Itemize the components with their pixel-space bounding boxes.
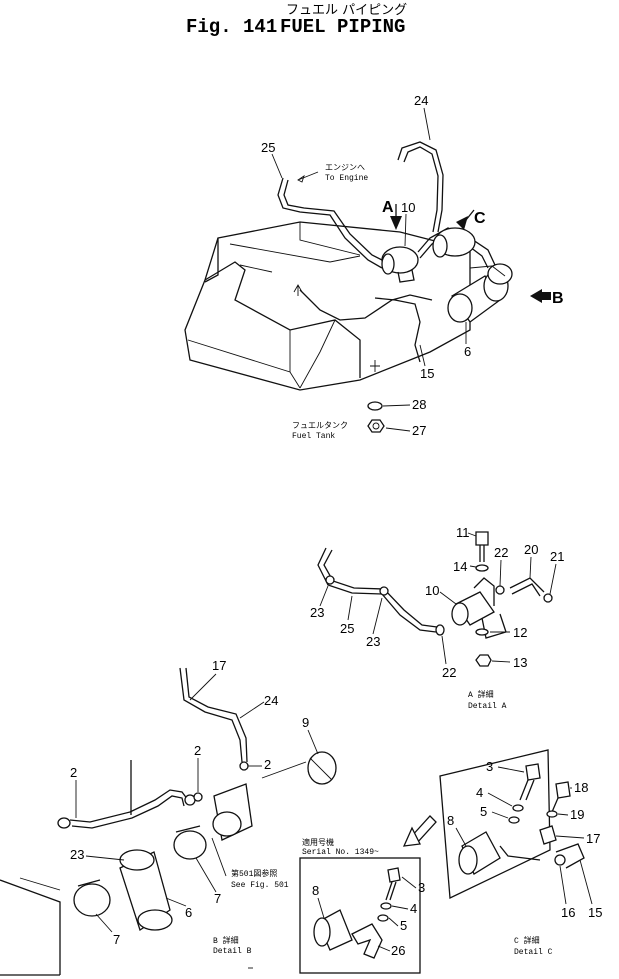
svg-text:第501図参照: 第501図参照 xyxy=(231,868,277,879)
svg-text:適用号機: 適用号機 xyxy=(302,837,334,848)
serial-pointer-arrow xyxy=(402,815,437,847)
strainer-c xyxy=(432,227,476,258)
callout-23c: 23 xyxy=(70,847,84,862)
drain-plug xyxy=(367,401,385,433)
callout-2c: 2 xyxy=(264,757,271,772)
callout-28: 28 xyxy=(412,397,426,412)
callout-7a: 7 xyxy=(214,891,221,906)
callout-15: 15 xyxy=(420,366,434,381)
svg-text:A: A xyxy=(382,199,394,216)
callout-3c: 3 xyxy=(486,759,493,774)
svg-text:To Engine: To Engine xyxy=(325,174,368,183)
detail-c-callouts: 3 4 5 8 18 19 17 16 15 xyxy=(447,759,602,920)
pump-6 xyxy=(447,263,513,323)
detail-a-callouts: 11 14 22 20 21 10 23 25 23 12 22 13 xyxy=(310,525,564,680)
fuel-tank-label-en: Fuel Tank xyxy=(292,432,335,441)
callout-9: 9 xyxy=(302,715,309,730)
callout-7b: 7 xyxy=(113,932,120,947)
svg-text:Serial No. 1349~: Serial No. 1349~ xyxy=(302,848,379,857)
see-fig-note: 第501図参照 See Fig. 501 xyxy=(211,837,289,890)
detail-b-label-jp: B 詳細 xyxy=(213,935,239,946)
main-callouts: 24 25 10 6 15 28 27 xyxy=(261,93,471,438)
figure-number: Fig. 141 xyxy=(186,16,277,38)
detail-b-callouts: 17 24 9 2 2 2 23 6 7 7 xyxy=(70,658,319,947)
to-engine-note: エンジンへ To Engine xyxy=(297,164,368,183)
callout-4c: 4 xyxy=(476,785,483,800)
callout-22b: 22 xyxy=(442,665,456,680)
page-title: FUEL PIPING xyxy=(280,16,405,38)
svg-text:See Fig. 501: See Fig. 501 xyxy=(231,881,289,890)
filter-10 xyxy=(381,246,419,283)
callout-16: 16 xyxy=(561,905,575,920)
callout-3s: 3 xyxy=(418,880,425,895)
callout-8s: 8 xyxy=(312,883,319,898)
view-arrow-c: C xyxy=(456,209,486,230)
callout-17b: 17 xyxy=(212,658,226,673)
view-arrow-a: A xyxy=(382,199,402,230)
serial-number-box: 適用号機 Serial No. 1349~ 8 3 4 5 26 xyxy=(299,837,425,974)
view-arrow-b: B xyxy=(530,289,564,307)
svg-text:B: B xyxy=(552,290,564,307)
callout-25a: 25 xyxy=(340,621,354,636)
callout-24b: 24 xyxy=(264,693,278,708)
callout-26: 26 xyxy=(391,943,405,958)
callout-19: 19 xyxy=(570,807,584,822)
callout-18: 18 xyxy=(574,780,588,795)
callout-8c: 8 xyxy=(447,813,454,828)
callout-2b: 2 xyxy=(194,743,201,758)
callout-27: 27 xyxy=(412,423,426,438)
callout-12: 12 xyxy=(513,625,527,640)
callout-13: 13 xyxy=(513,655,527,670)
callout-5c: 5 xyxy=(480,804,487,819)
title-jp: フュエル パイピング xyxy=(286,3,407,18)
callout-4s: 4 xyxy=(410,901,417,916)
callout-25: 25 xyxy=(261,140,275,155)
callout-14: 14 xyxy=(453,559,467,574)
callout-23b: 23 xyxy=(366,634,380,649)
detail-c-label-jp: C 詳細 xyxy=(514,935,540,946)
callout-24: 24 xyxy=(414,93,428,108)
fuel-pipes-main xyxy=(277,141,496,363)
callout-10a: 10 xyxy=(425,583,439,598)
callout-6b: 6 xyxy=(185,905,192,920)
detail-c-drawing xyxy=(439,749,585,899)
callout-23a: 23 xyxy=(310,605,324,620)
callout-20: 20 xyxy=(524,542,538,557)
detail-a-label-jp: A 詳細 xyxy=(468,689,494,700)
callout-10: 10 xyxy=(401,200,415,215)
fuel-tank-drawing xyxy=(184,221,471,391)
svg-text:C: C xyxy=(474,210,486,227)
detail-b-drawing xyxy=(0,667,337,976)
callout-2a: 2 xyxy=(70,765,77,780)
callout-5s: 5 xyxy=(400,918,407,933)
svg-text:エンジンへ: エンジンへ xyxy=(325,164,365,173)
detail-c-label-en: Detail C xyxy=(514,948,553,957)
fuel-tank-label-jp: フュエルタンク xyxy=(292,421,348,431)
detail-b-label-en: Detail B xyxy=(213,947,252,956)
callout-6: 6 xyxy=(464,344,471,359)
callout-11: 11 xyxy=(456,525,470,540)
callout-21: 21 xyxy=(550,549,564,564)
callout-22a: 22 xyxy=(494,545,508,560)
detail-a-label-en: Detail A xyxy=(468,702,507,711)
detail-a-drawing xyxy=(317,531,553,667)
callout-17c: 17 xyxy=(586,831,600,846)
callout-15c: 15 xyxy=(588,905,602,920)
